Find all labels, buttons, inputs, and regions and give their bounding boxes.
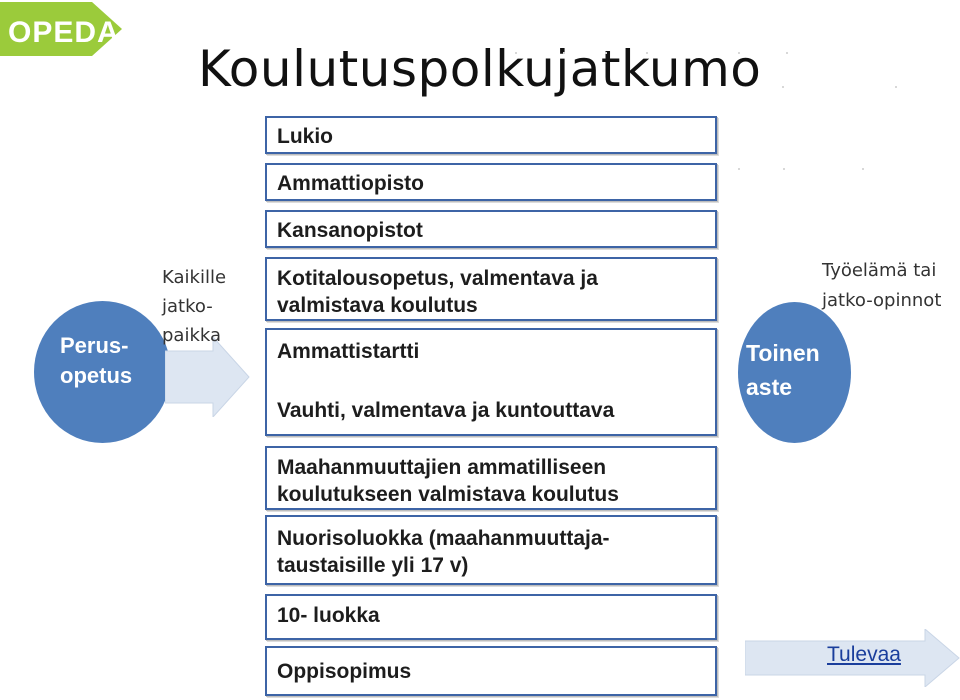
- right-label-line1: Työelämä tai: [822, 260, 937, 281]
- option-label-line1: Ammattistartti: [277, 340, 420, 363]
- option-label-line2: koulutukseen valmistava koulutus: [277, 483, 619, 506]
- perusopetus-circle: Perus- opetus: [34, 301, 171, 443]
- option-label: Kansanopistot: [277, 219, 423, 242]
- tulevaa-arrow-icon: [745, 629, 960, 687]
- tulevaa-link[interactable]: Tulevaa: [827, 643, 901, 666]
- perusopetus-line1: Perus-: [60, 333, 129, 358]
- option-label-line3: Vauhti, valmentava ja kuntouttava: [277, 399, 615, 422]
- page-title: Koulutuspolkujatkumo: [198, 40, 762, 98]
- option-label: Ammattiopisto: [277, 172, 424, 195]
- opeda-logo: OPEDA: [0, 2, 122, 56]
- option-box-ammattistartti: Ammattistartti Vauhti, valmentava ja kun…: [265, 328, 717, 436]
- option-box-ammattiopisto: Ammattiopisto: [265, 163, 717, 201]
- option-box-lukio: Lukio: [265, 116, 717, 154]
- svg-text:OPEDA: OPEDA: [8, 16, 120, 49]
- left-label-line2: jatko-: [162, 296, 213, 317]
- option-label-line1: Kotitalousopetus, valmentava ja: [277, 267, 598, 290]
- option-box-nuorisoluokka: Nuorisoluokka (maahanmuuttaja- taustaisi…: [265, 515, 717, 585]
- option-label-line2: taustaisille yli 17 v): [277, 554, 469, 577]
- toinen-aste-circle: Toinen aste: [738, 302, 851, 443]
- toinen-aste-line2: aste: [746, 374, 793, 400]
- left-label-line3: paikka: [162, 325, 222, 346]
- option-label-line1: Nuorisoluokka (maahanmuuttaja-: [277, 527, 610, 550]
- option-box-kansanopistot: Kansanopistot: [265, 210, 717, 248]
- option-box-kotitalousopetus: Kotitalousopetus, valmentava ja valmista…: [265, 257, 717, 321]
- tyoelama-label: Työelämä tai jatko-opinnot: [822, 256, 960, 316]
- toinen-aste-line1: Toinen: [746, 340, 820, 366]
- option-box-oppisopimus: Oppisopimus: [265, 646, 717, 696]
- option-box-maahanmuuttajien: Maahanmuuttajien ammatilliseen koulutuks…: [265, 446, 717, 510]
- option-box-10-luokka: 10- luokka: [265, 594, 717, 640]
- option-label: Oppisopimus: [277, 660, 412, 683]
- option-label-line1: Maahanmuuttajien ammatilliseen: [277, 456, 607, 479]
- right-label-line2: jatko-opinnot: [822, 290, 942, 311]
- arrow-right-icon: [165, 337, 250, 417]
- kaikille-jatkopaikka-label: Kaikille jatko- paikka: [159, 263, 239, 350]
- perusopetus-line2: opetus: [60, 363, 133, 388]
- left-label-line1: Kaikille: [162, 267, 227, 288]
- option-label: Lukio: [277, 125, 333, 148]
- option-label: 10- luokka: [277, 604, 380, 627]
- option-label-line2: valmistava koulutus: [277, 294, 478, 317]
